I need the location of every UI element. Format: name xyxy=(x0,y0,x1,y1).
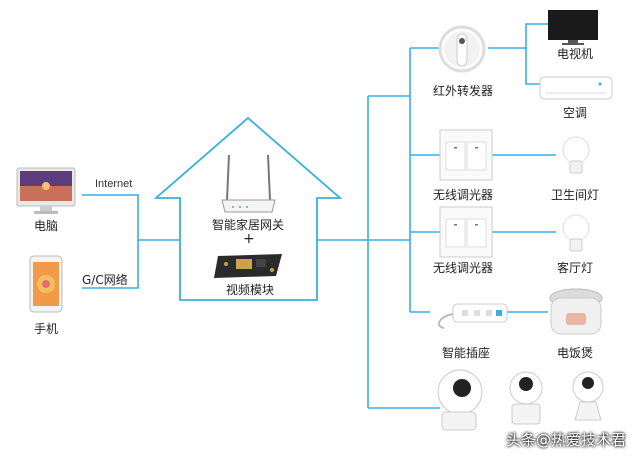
bulb2-icon xyxy=(562,214,590,252)
phone-icon xyxy=(29,255,63,313)
tv-icon xyxy=(548,10,598,45)
camera3-icon xyxy=(572,371,604,421)
video-module-label: 视频模块 xyxy=(226,283,275,297)
bulb1-label: 卫生间灯 xyxy=(551,188,600,202)
ir-transmitter-icon xyxy=(438,25,486,73)
air-conditioner-icon xyxy=(539,76,613,100)
socket-label: 智能插座 xyxy=(442,346,491,360)
watermark: 头条@热爱技术君 xyxy=(505,431,626,449)
camera1-icon xyxy=(437,369,483,431)
switch1-label: 无线调光器 xyxy=(433,188,494,202)
power-strip-icon xyxy=(438,303,508,329)
router-icon xyxy=(221,154,276,213)
phone-label: 手机 xyxy=(34,322,59,336)
plus-sign: + xyxy=(243,231,255,247)
switch1-icon xyxy=(439,129,493,181)
phone-link xyxy=(82,240,139,289)
connection-lines xyxy=(82,23,556,409)
computer-icon xyxy=(16,167,76,214)
ir-transmitter-label: 红外转发器 xyxy=(433,84,494,98)
computer-label: 电脑 xyxy=(34,219,59,233)
ir-to-ac xyxy=(525,48,540,85)
cooker-label: 电饭煲 xyxy=(557,346,594,360)
computer-link xyxy=(82,194,180,241)
camera2-icon xyxy=(509,371,543,425)
ac-label: 空调 xyxy=(563,106,588,120)
video-module-icon xyxy=(214,254,282,278)
ir-to-appliances xyxy=(488,23,548,49)
tv-label: 电视机 xyxy=(557,47,594,61)
internet-label: Internet xyxy=(95,178,133,190)
switch2-icon xyxy=(439,206,493,258)
rice-cooker-icon xyxy=(549,288,603,335)
switch2-label: 无线调光器 xyxy=(433,261,494,275)
gateway-label: 智能家居网关 xyxy=(212,218,285,232)
bulb2-label: 客厅灯 xyxy=(557,261,594,275)
gc-network-label: G/C网络 xyxy=(82,273,128,287)
house-outline xyxy=(153,116,343,301)
bulb1-icon xyxy=(562,136,590,174)
